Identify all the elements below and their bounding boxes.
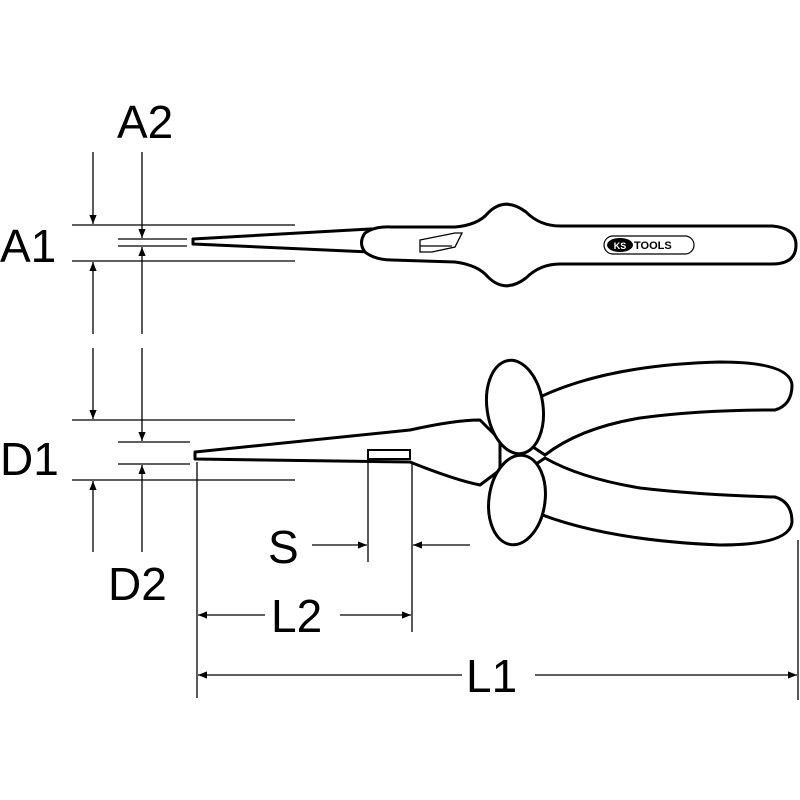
pliers-lower-guard <box>487 453 547 547</box>
label-a2: A2 <box>117 96 173 148</box>
logo-brand-text: KS <box>614 241 627 251</box>
label-l2: L2 <box>271 590 322 642</box>
dimension-l2 <box>196 462 411 698</box>
dimension-a <box>72 152 295 334</box>
pliers-cutter <box>367 449 411 460</box>
label-l1: L1 <box>466 650 517 702</box>
label-d1: D1 <box>0 433 59 485</box>
pliers-side-view: KS TOOLS <box>191 202 798 288</box>
ks-tools-logo: KS TOOLS <box>603 235 695 255</box>
pliers-side-joint <box>419 232 464 253</box>
dimension-d <box>72 348 295 552</box>
label-d2: D2 <box>108 558 167 610</box>
pliers-upper-handle <box>528 360 794 457</box>
pliers-top-view <box>193 358 794 547</box>
pliers-lower-handle <box>528 456 794 547</box>
dimension-l1 <box>198 540 799 700</box>
pliers-side-handle <box>360 202 798 288</box>
dimension-s <box>312 462 470 632</box>
pliers-top-jaw <box>193 418 502 487</box>
label-s: S <box>268 521 299 573</box>
logo-suffix-text: TOOLS <box>634 240 672 252</box>
label-a1: A1 <box>0 220 56 272</box>
pliers-upper-guard <box>485 358 545 456</box>
